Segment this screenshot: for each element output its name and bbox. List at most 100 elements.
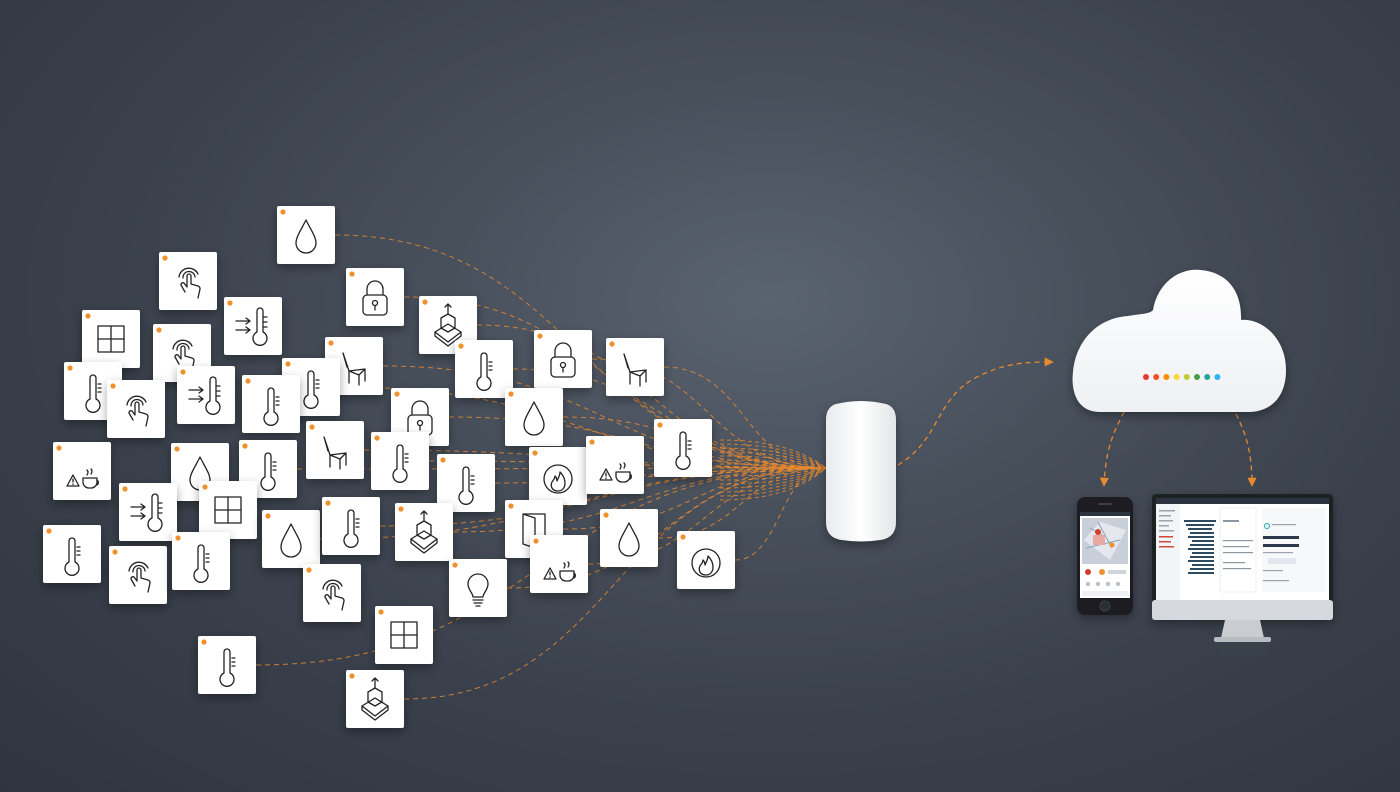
sensor-card	[198, 636, 256, 694]
water-drop-icon	[295, 219, 317, 254]
sensor-status-dot	[201, 639, 207, 645]
sensor-status-dot	[680, 534, 686, 540]
sensor-status-dot	[609, 341, 615, 347]
sensor-status-dot	[174, 446, 180, 452]
cloud-status-dot	[1183, 374, 1190, 380]
sensor-card	[224, 297, 282, 355]
touch-icon	[172, 339, 195, 371]
sensor-card	[534, 330, 592, 388]
thermometer-icon	[343, 509, 360, 548]
water-drop-icon	[523, 401, 545, 436]
sensor-status-dot	[533, 538, 539, 544]
sensor-status-dot	[309, 424, 315, 430]
sensor-card	[159, 252, 217, 310]
lock-icon	[550, 342, 576, 378]
sensor-card	[419, 296, 477, 354]
sensor-card	[82, 310, 140, 368]
sensor-card	[303, 564, 361, 622]
sensor-card	[199, 481, 257, 539]
sensor-card	[375, 606, 433, 664]
fire-icon	[543, 464, 573, 494]
sensor-connector	[719, 459, 827, 469]
sensor-status-dot	[378, 609, 384, 615]
sensor-status-dot	[508, 503, 514, 509]
sensor-status-dot	[180, 369, 186, 375]
gateway-to-cloud-connector	[897, 357, 1054, 466]
sensor-status-dot	[112, 549, 118, 555]
sensor-status-dot	[532, 450, 538, 456]
sensor-status-dot	[227, 300, 233, 306]
cloud-status-dot	[1204, 374, 1211, 380]
thermometer-icon	[219, 648, 236, 687]
thermometer-icon	[458, 466, 475, 505]
cloud-status-dots	[1143, 374, 1221, 380]
sensor-status-dot	[349, 673, 355, 679]
cloud-status-dot	[1194, 374, 1200, 380]
sensor-status-dot	[306, 567, 312, 573]
sensor-status-dot	[508, 391, 514, 397]
sensor-card	[119, 483, 177, 541]
sensor-card	[677, 531, 735, 589]
sensor-connector	[719, 467, 827, 493]
sensor-card	[53, 442, 111, 500]
sensor-card	[395, 503, 453, 561]
package-icon	[434, 303, 462, 347]
sensor-status-dot	[422, 299, 428, 305]
sensor-connector	[719, 451, 827, 469]
sensor-status-dot	[537, 333, 543, 339]
sensor-status-dot	[280, 209, 286, 215]
sensor-card	[177, 366, 235, 424]
thermometer-icon	[675, 431, 692, 470]
sensor-connector	[719, 467, 827, 485]
window-icon	[97, 325, 125, 353]
sensor-connector	[719, 467, 827, 473]
sensor-status-dot	[398, 506, 404, 512]
sensor-connector	[382, 365, 827, 469]
sensor-card	[600, 509, 658, 567]
sensor-card	[262, 510, 320, 568]
thermometer-icon	[303, 370, 320, 409]
cloud-status-dot	[1153, 374, 1160, 380]
sensor-status-dot	[175, 535, 181, 541]
sensor-card	[346, 670, 404, 728]
sensor-status-dot	[56, 445, 62, 451]
sensor-connector	[719, 467, 827, 477]
sensor-card	[530, 535, 588, 593]
sensor-status-dot	[325, 500, 331, 506]
sensor-connector	[719, 467, 827, 481]
sensor-card	[107, 380, 165, 438]
window-icon	[214, 496, 242, 524]
sensor-card	[654, 419, 712, 477]
sensor-status-dot	[110, 383, 116, 389]
sensor-connector	[562, 467, 827, 530]
sensor-card	[529, 447, 587, 505]
sensor-card	[437, 454, 495, 512]
alert-coffee-icon	[599, 462, 632, 483]
sensor-card	[306, 421, 364, 479]
lock-icon	[362, 280, 388, 316]
touch-icon	[126, 395, 149, 427]
door-icon	[522, 513, 546, 549]
sensor-status-dot	[440, 457, 446, 463]
cloud-status-dot	[1163, 374, 1170, 380]
sensor-status-dot	[85, 313, 91, 319]
sensor-card	[371, 432, 429, 490]
thermometer-icon	[85, 374, 102, 413]
airflow-thermometer-icon	[235, 307, 268, 346]
cloud-icon	[1072, 269, 1286, 412]
sensor-connector	[719, 439, 827, 469]
desktop-monitor-icon	[1152, 494, 1333, 656]
thermometer-icon	[193, 544, 210, 583]
sensor-status-dot	[374, 435, 380, 441]
sensor-card	[43, 525, 101, 583]
chair-icon	[623, 353, 647, 387]
window-icon	[390, 621, 418, 649]
sensor-status-dot	[162, 255, 168, 261]
sensor-status-dot	[589, 439, 595, 445]
sensor-card	[277, 206, 335, 264]
sensor-status-dot	[67, 365, 73, 371]
sensor-connector	[719, 447, 827, 469]
sensor-connector	[719, 463, 827, 469]
sensor-status-dot	[156, 327, 162, 333]
touch-icon	[178, 267, 201, 299]
